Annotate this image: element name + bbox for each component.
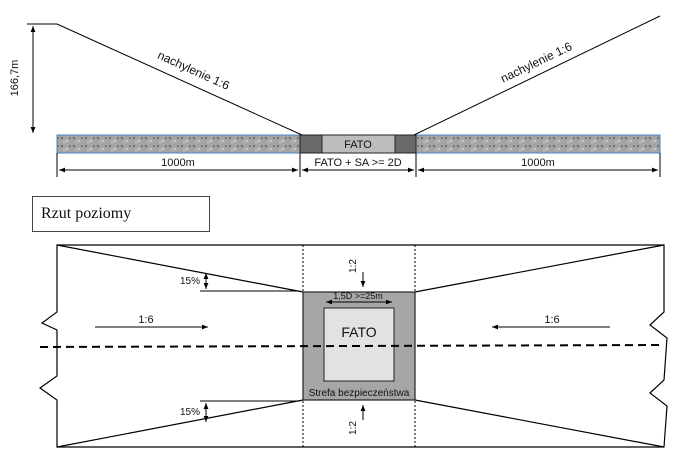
plan-slope-left-label: 1:6 bbox=[138, 314, 153, 326]
profile-view: FATO nachylenie 1:6 nachylenie 1:6 166,7… bbox=[9, 15, 661, 177]
plan-slope-right-label: 1:6 bbox=[544, 314, 559, 326]
plan-slope-top-label: 1:2 bbox=[348, 259, 359, 273]
plan-edge-tr bbox=[414, 244, 665, 293]
plan-safety-label: Strefa bezpieczeństwa bbox=[309, 388, 410, 399]
plan-fato-label: FATO bbox=[341, 324, 376, 340]
safety-area-left bbox=[299, 134, 323, 154]
plan-view: FATO 1,5D >=25m Strefa bezpieczeństwa 1:… bbox=[38, 244, 668, 448]
plan-pct-top-label: 15% bbox=[180, 276, 200, 287]
ground-strip-right bbox=[415, 134, 661, 154]
dim-label-right: 1000m bbox=[521, 157, 555, 169]
height-label: 166,7m bbox=[9, 60, 21, 97]
dim-label-left: 1000m bbox=[161, 157, 195, 169]
fato-profile-label: FATO bbox=[344, 139, 372, 151]
plan-fato-dim-label: 1,5D >=25m bbox=[333, 291, 383, 301]
slope-line-right bbox=[413, 15, 661, 136]
slope-label-right: nachylenie 1:6 bbox=[498, 39, 574, 85]
plan-slope-bottom-label: 1:2 bbox=[348, 421, 359, 435]
plan-centerline bbox=[39, 344, 665, 348]
slope-line-left bbox=[56, 23, 303, 136]
plan-edge-tl bbox=[56, 244, 304, 293]
plan-pct-bottom-label: 15% bbox=[180, 407, 200, 418]
dim-label-center: FATO + SA >= 2D bbox=[314, 157, 401, 169]
fato-profile bbox=[321, 134, 396, 154]
plan-edge-bl bbox=[56, 399, 304, 448]
plan-fato bbox=[323, 307, 395, 382]
safety-area-right bbox=[394, 134, 417, 154]
plan-title: Rzut poziomy bbox=[32, 196, 210, 232]
plan-edge-br bbox=[414, 399, 665, 448]
ground-strip-left bbox=[56, 134, 301, 154]
